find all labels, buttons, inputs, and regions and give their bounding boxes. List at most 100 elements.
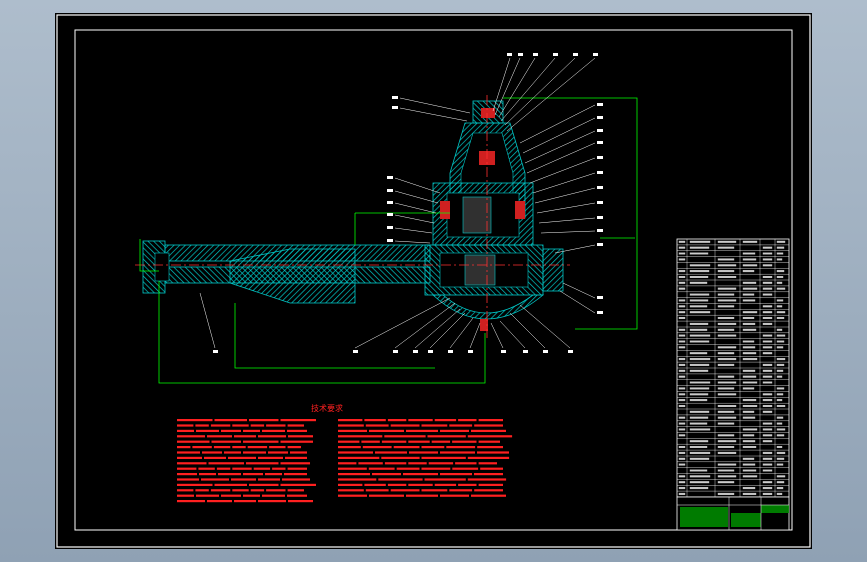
bom-cell-mark bbox=[678, 246, 686, 249]
note-line-mark bbox=[474, 489, 503, 492]
bom-cell-mark bbox=[678, 299, 686, 302]
bom-cell-mark bbox=[717, 317, 735, 320]
bom-cell-mark bbox=[776, 258, 783, 261]
bom-cell-mark bbox=[742, 463, 756, 466]
note-line-mark bbox=[266, 489, 286, 492]
bom-cell-mark bbox=[742, 469, 757, 472]
bom-cell-mark bbox=[776, 463, 784, 466]
note-line-mark bbox=[403, 473, 438, 476]
bom-cell-mark bbox=[742, 457, 755, 460]
note-line-mark bbox=[195, 489, 209, 492]
note-line-mark bbox=[208, 462, 244, 465]
bom-cell-mark bbox=[762, 281, 773, 284]
note-line-mark bbox=[364, 419, 386, 422]
note-line-mark bbox=[338, 429, 367, 432]
bom-cell-mark bbox=[762, 246, 773, 249]
bom-cell-mark bbox=[776, 446, 783, 449]
note-line-mark bbox=[440, 451, 475, 454]
bom-cell-mark bbox=[776, 434, 785, 437]
bom-cell-mark bbox=[678, 492, 686, 495]
bom-cell-mark bbox=[717, 481, 735, 484]
bom-cell-mark bbox=[717, 463, 737, 466]
bom-cell-mark bbox=[689, 270, 710, 273]
bom-cell-mark bbox=[762, 305, 773, 308]
note-line-mark bbox=[408, 483, 433, 486]
bom-cell-mark bbox=[678, 311, 686, 314]
bom-cell-mark bbox=[776, 305, 783, 308]
bom-cell-mark bbox=[689, 469, 708, 472]
note-line-mark bbox=[214, 419, 247, 422]
bom-cell-mark bbox=[678, 258, 686, 261]
note-line-mark bbox=[287, 446, 301, 449]
bom-cell-mark bbox=[762, 410, 773, 413]
bom-cell-mark bbox=[689, 422, 708, 425]
bom-cell-mark bbox=[689, 293, 710, 296]
note-line-mark bbox=[192, 446, 212, 449]
bom-cell-mark bbox=[762, 258, 773, 261]
note-line-mark bbox=[243, 473, 263, 476]
notes-title: 技术要求 bbox=[311, 403, 343, 413]
tapered-sleeve bbox=[229, 248, 356, 304]
bom-cell-mark bbox=[742, 281, 757, 284]
bom-cell-mark bbox=[776, 252, 784, 255]
note-line-mark bbox=[369, 494, 404, 497]
bom-cell-mark bbox=[742, 387, 755, 390]
note-line-mark bbox=[478, 440, 500, 443]
bom-cell-mark bbox=[762, 311, 773, 314]
bom-cell-mark bbox=[742, 240, 758, 243]
note-line-mark bbox=[218, 473, 241, 476]
note-line-mark bbox=[480, 467, 503, 470]
bom-cell-mark bbox=[742, 358, 758, 361]
bom-cell-mark bbox=[762, 440, 773, 443]
note-line-mark bbox=[452, 440, 477, 443]
note-line-mark bbox=[387, 419, 407, 422]
bom-cell-mark bbox=[678, 317, 686, 320]
note-line-mark bbox=[338, 489, 364, 492]
bom-cell-mark bbox=[689, 387, 710, 390]
bom-cell-mark bbox=[717, 422, 735, 425]
bom-cell-mark bbox=[762, 469, 773, 472]
note-line-mark bbox=[477, 446, 503, 449]
note-line-mark bbox=[338, 440, 360, 443]
bom-cell-mark bbox=[689, 428, 711, 431]
note-line-mark bbox=[224, 451, 241, 454]
note-line-mark bbox=[280, 440, 313, 443]
note-line-mark bbox=[431, 440, 451, 443]
note-line-mark bbox=[338, 473, 370, 476]
note-line-mark bbox=[177, 462, 207, 465]
outer-border bbox=[56, 14, 811, 548]
note-line-mark bbox=[232, 489, 249, 492]
note-line-mark bbox=[177, 419, 213, 422]
bom-cell-mark bbox=[717, 328, 735, 331]
bom-cell-mark bbox=[717, 387, 735, 390]
dimension-lines bbox=[139, 97, 638, 384]
note-line-mark bbox=[467, 478, 507, 481]
note-line-mark bbox=[408, 419, 433, 422]
note-line-mark bbox=[384, 435, 426, 438]
note-line-mark bbox=[421, 456, 466, 459]
bom-cell-mark bbox=[717, 446, 735, 449]
bom-cell-mark bbox=[717, 475, 737, 478]
note-line-mark bbox=[387, 483, 407, 486]
bom-cell-mark bbox=[678, 281, 686, 284]
note-line-mark bbox=[287, 424, 304, 427]
note-line-mark bbox=[338, 483, 363, 486]
note-line-mark bbox=[221, 494, 241, 497]
bom-cell-mark bbox=[689, 311, 711, 314]
note-line-mark bbox=[232, 424, 249, 427]
note-line-mark bbox=[424, 478, 466, 481]
bom-cell-mark bbox=[678, 422, 686, 425]
bom-cell-mark bbox=[678, 334, 686, 337]
bom-cell-mark bbox=[742, 322, 756, 325]
bom-cell-mark bbox=[678, 252, 686, 255]
bom-cell-mark bbox=[678, 340, 686, 343]
note-line-mark bbox=[358, 462, 383, 465]
note-line-mark bbox=[467, 435, 513, 438]
bom-cell-mark bbox=[776, 276, 784, 279]
bom-cell-mark bbox=[742, 375, 757, 378]
note-line-mark bbox=[177, 494, 194, 497]
bom-cell-mark bbox=[689, 352, 708, 355]
bom-cell-mark bbox=[717, 346, 737, 349]
note-line-mark bbox=[449, 489, 473, 492]
